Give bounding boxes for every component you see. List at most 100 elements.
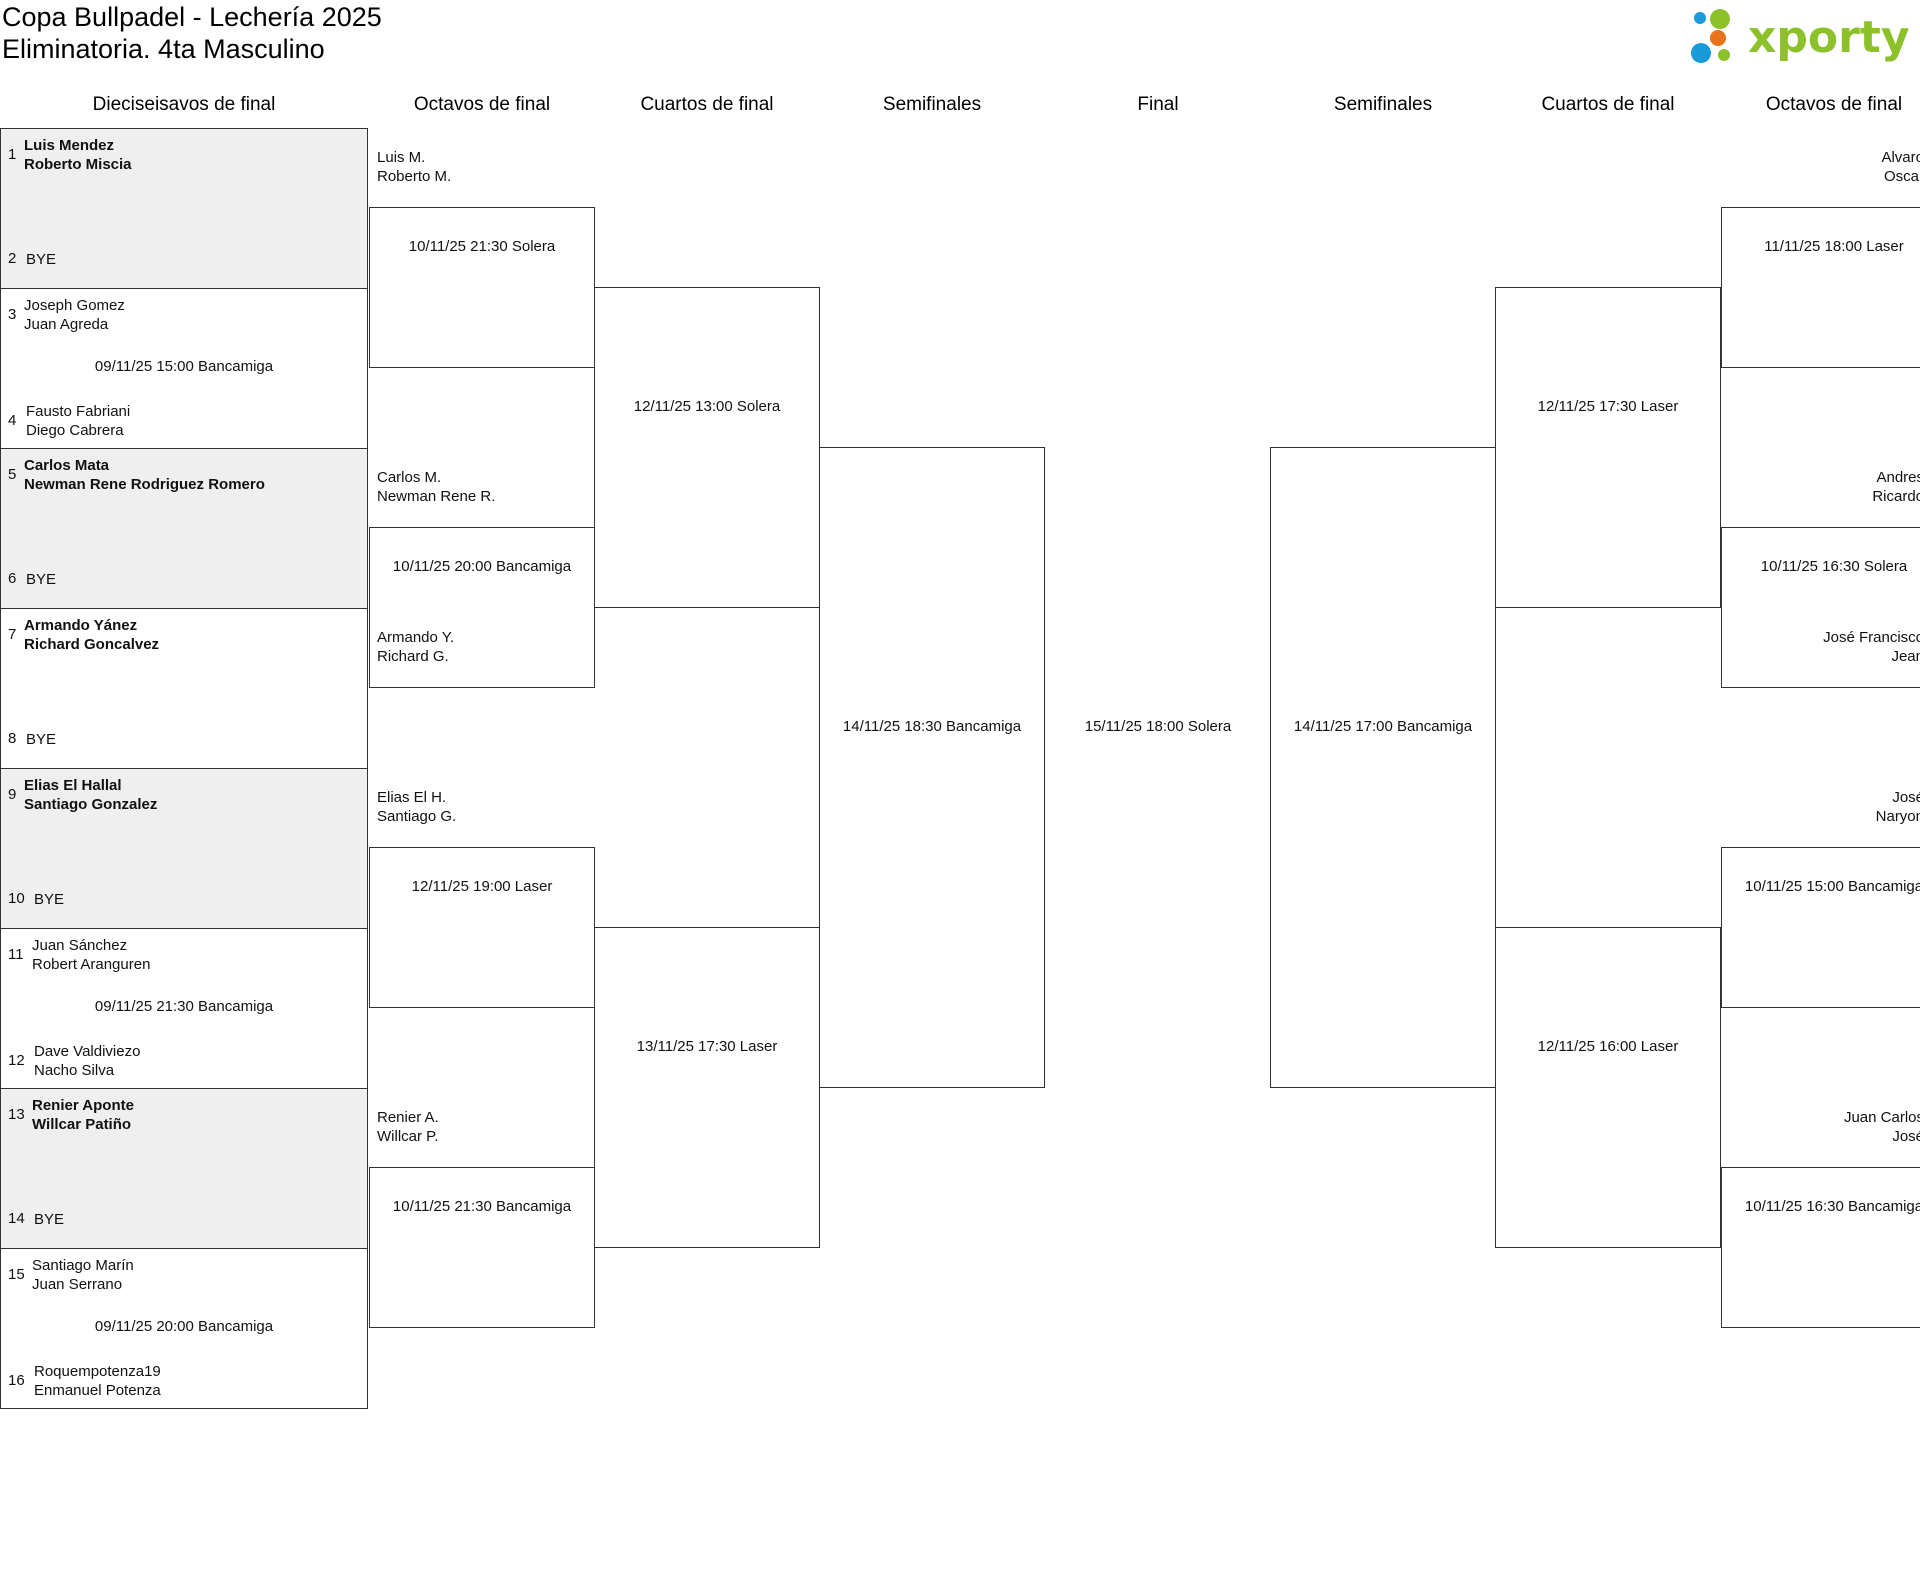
player-name: Santiago Gonzalez	[24, 796, 158, 813]
octavos-right-match-4	[1721, 1167, 1920, 1328]
match-schedule: 09/11/25 21:30 Bancamiga	[94, 998, 274, 1015]
octavos-left-schedule-3: 12/11/25 19:00 Laser	[411, 878, 553, 895]
seed-number: 2	[8, 250, 17, 267]
player-name: Armando Yánez	[24, 617, 138, 634]
cuartos-left-match-2	[594, 927, 820, 1248]
player-name: Luis M.	[377, 149, 426, 166]
octavos-right-column: 11/11/25 18:00 Laser 10/11/25 16:30 Sole…	[1700, 120, 1920, 1340]
cuartos-left-schedule-1: 12/11/25 13:00 Solera	[633, 398, 781, 415]
semifinal-left-match	[819, 447, 1045, 1088]
octavos-right-team-3: José Francisco Jean	[1823, 628, 1920, 666]
round1-match	[0, 1248, 368, 1409]
player-name: Oscar	[1883, 168, 1920, 185]
player-name: Carlos Mata	[24, 457, 110, 474]
seed-number: 14	[8, 1210, 25, 1227]
octavos-left-schedule-2: 10/11/25 20:00 Bancamiga	[392, 558, 572, 575]
semifinal-left-schedule: 14/11/25 18:30 Bancamiga	[842, 718, 1022, 735]
player-name: Naryon	[1875, 808, 1920, 825]
seed-number: 8	[8, 730, 17, 747]
player-name: Juan Carlos	[1843, 1109, 1920, 1126]
player-name: Fausto Fabriani	[26, 403, 131, 420]
octavos-right-match-3	[1721, 847, 1920, 1008]
cuartos-left-schedule-2: 13/11/25 17:30 Laser	[636, 1038, 778, 1055]
semifinal-right-schedule: 14/11/25 17:00 Bancamiga	[1293, 718, 1473, 735]
player-name: José	[1892, 1128, 1920, 1145]
octavos-right-schedule-2: 10/11/25 16:30 Solera	[1760, 558, 1908, 575]
octavos-right-schedule-3: 10/11/25 15:00 Bancamiga	[1744, 878, 1920, 895]
semifinal-right-match	[1270, 447, 1496, 1088]
player-name: Elias El Hallal	[24, 777, 122, 794]
column-header-semis-right: Semifinales	[1333, 94, 1433, 115]
round1-match	[0, 448, 368, 609]
draw-subtitle: Eliminatoria. 4ta Masculino	[2, 34, 325, 64]
player-name: Joseph Gomez	[24, 297, 125, 314]
player-name: Santiago G.	[377, 808, 457, 825]
round1-match	[0, 128, 368, 289]
logo-dot-green-small	[1718, 49, 1730, 61]
cuartos-right-match-1	[1495, 287, 1721, 608]
seed-number: 9	[8, 786, 17, 803]
player-name: Newman Rene Rodriguez Romero	[24, 476, 265, 493]
cuartos-left-match-1	[594, 287, 820, 608]
cuartos-right-schedule-2: 12/11/25 16:00 Laser	[1537, 1038, 1679, 1055]
cuartos-right-match-2	[1495, 927, 1721, 1248]
player-name: Elias El H.	[377, 789, 447, 806]
column-header-semis-left: Semifinales	[882, 94, 982, 115]
octavos-left-team-5: Renier A. Willcar P.	[377, 1108, 439, 1146]
final-schedule: 15/11/25 18:00 Solera	[1084, 718, 1232, 735]
player-name: Renier A.	[377, 1109, 439, 1126]
player-name: Carlos M.	[377, 469, 442, 486]
player-name: Richard G.	[377, 648, 449, 665]
octavos-right-team-4: José Naryon	[1876, 788, 1920, 826]
player-name: Diego Cabrera	[26, 422, 124, 439]
player-name: Enmanuel Potenza	[34, 1382, 161, 1399]
octavos-left-team-2: Carlos M. Newman Rene R.	[377, 468, 495, 506]
octavos-right-team-5: Juan Carlos José	[1844, 1108, 1920, 1146]
seed-number: 7	[8, 626, 17, 643]
player-name: Dave Valdiviezo	[34, 1043, 141, 1060]
player-name: Armando Y.	[377, 629, 454, 646]
player-name: Alvaro	[1881, 149, 1920, 166]
round1-match	[0, 768, 368, 929]
octavos-left-schedule-1: 10/11/25 21:30 Solera	[408, 238, 556, 255]
player-name: Roquempotenza19	[34, 1363, 161, 1380]
seed-number: 11	[8, 946, 24, 963]
player-name: BYE	[26, 731, 57, 748]
octavos-left-match-3	[369, 847, 595, 1008]
player-name: Robert Aranguren	[32, 956, 151, 973]
seed-number: 4	[8, 412, 17, 429]
match-schedule: 09/11/25 20:00 Bancamiga	[94, 1318, 274, 1335]
player-name: Luis Mendez	[24, 137, 115, 154]
player-name: Andres	[1876, 469, 1920, 486]
column-header-dieciseisavos: Dieciseisavos de final	[92, 94, 276, 115]
player-name: Santiago Marín	[32, 1257, 134, 1274]
player-name: Jean	[1891, 648, 1920, 665]
column-header-octavos-right: Octavos de final	[1765, 94, 1903, 115]
column-header-final: Final	[1137, 94, 1179, 115]
column-header-octavos-left: Octavos de final	[413, 94, 551, 115]
seed-number: 15	[8, 1266, 25, 1283]
octavos-right-schedule-4: 10/11/25 16:30 Bancamiga	[1744, 1198, 1920, 1215]
logo-dot-green-large	[1710, 9, 1730, 29]
octavos-right-match-1	[1721, 207, 1920, 368]
logo-wordmark: xporty	[1748, 12, 1910, 63]
column-header-cuartos-right: Cuartos de final	[1541, 94, 1675, 115]
octavos-left-schedule-4: 10/11/25 21:30 Bancamiga	[392, 1198, 572, 1215]
player-name: Roberto M.	[377, 168, 452, 185]
seed-number: 12	[8, 1052, 25, 1069]
seed-number: 6	[8, 570, 17, 587]
octavos-left-team-1: Luis M. Roberto M.	[377, 148, 451, 186]
octavos-left-team-3: Armando Y. Richard G.	[377, 628, 454, 666]
player-name: Newman Rene R.	[377, 488, 496, 505]
octavos-right-team-1: Alvaro Oscar	[1881, 148, 1920, 186]
player-name: Ricardo	[1872, 488, 1920, 505]
round1-match	[0, 1088, 368, 1249]
seed-number: 3	[8, 306, 17, 323]
tournament-title: Copa Bullpadel - Lechería 2025	[2, 2, 382, 32]
player-name: BYE	[34, 1211, 65, 1228]
player-name: José Francisco	[1823, 629, 1920, 646]
octavos-right-schedule-1: 11/11/25 18:00 Laser	[1764, 238, 1904, 255]
match-schedule: 09/11/25 15:00 Bancamiga	[94, 358, 274, 375]
octavos-left-match-4	[369, 1167, 595, 1328]
logo-dot-blue-small	[1694, 12, 1706, 24]
